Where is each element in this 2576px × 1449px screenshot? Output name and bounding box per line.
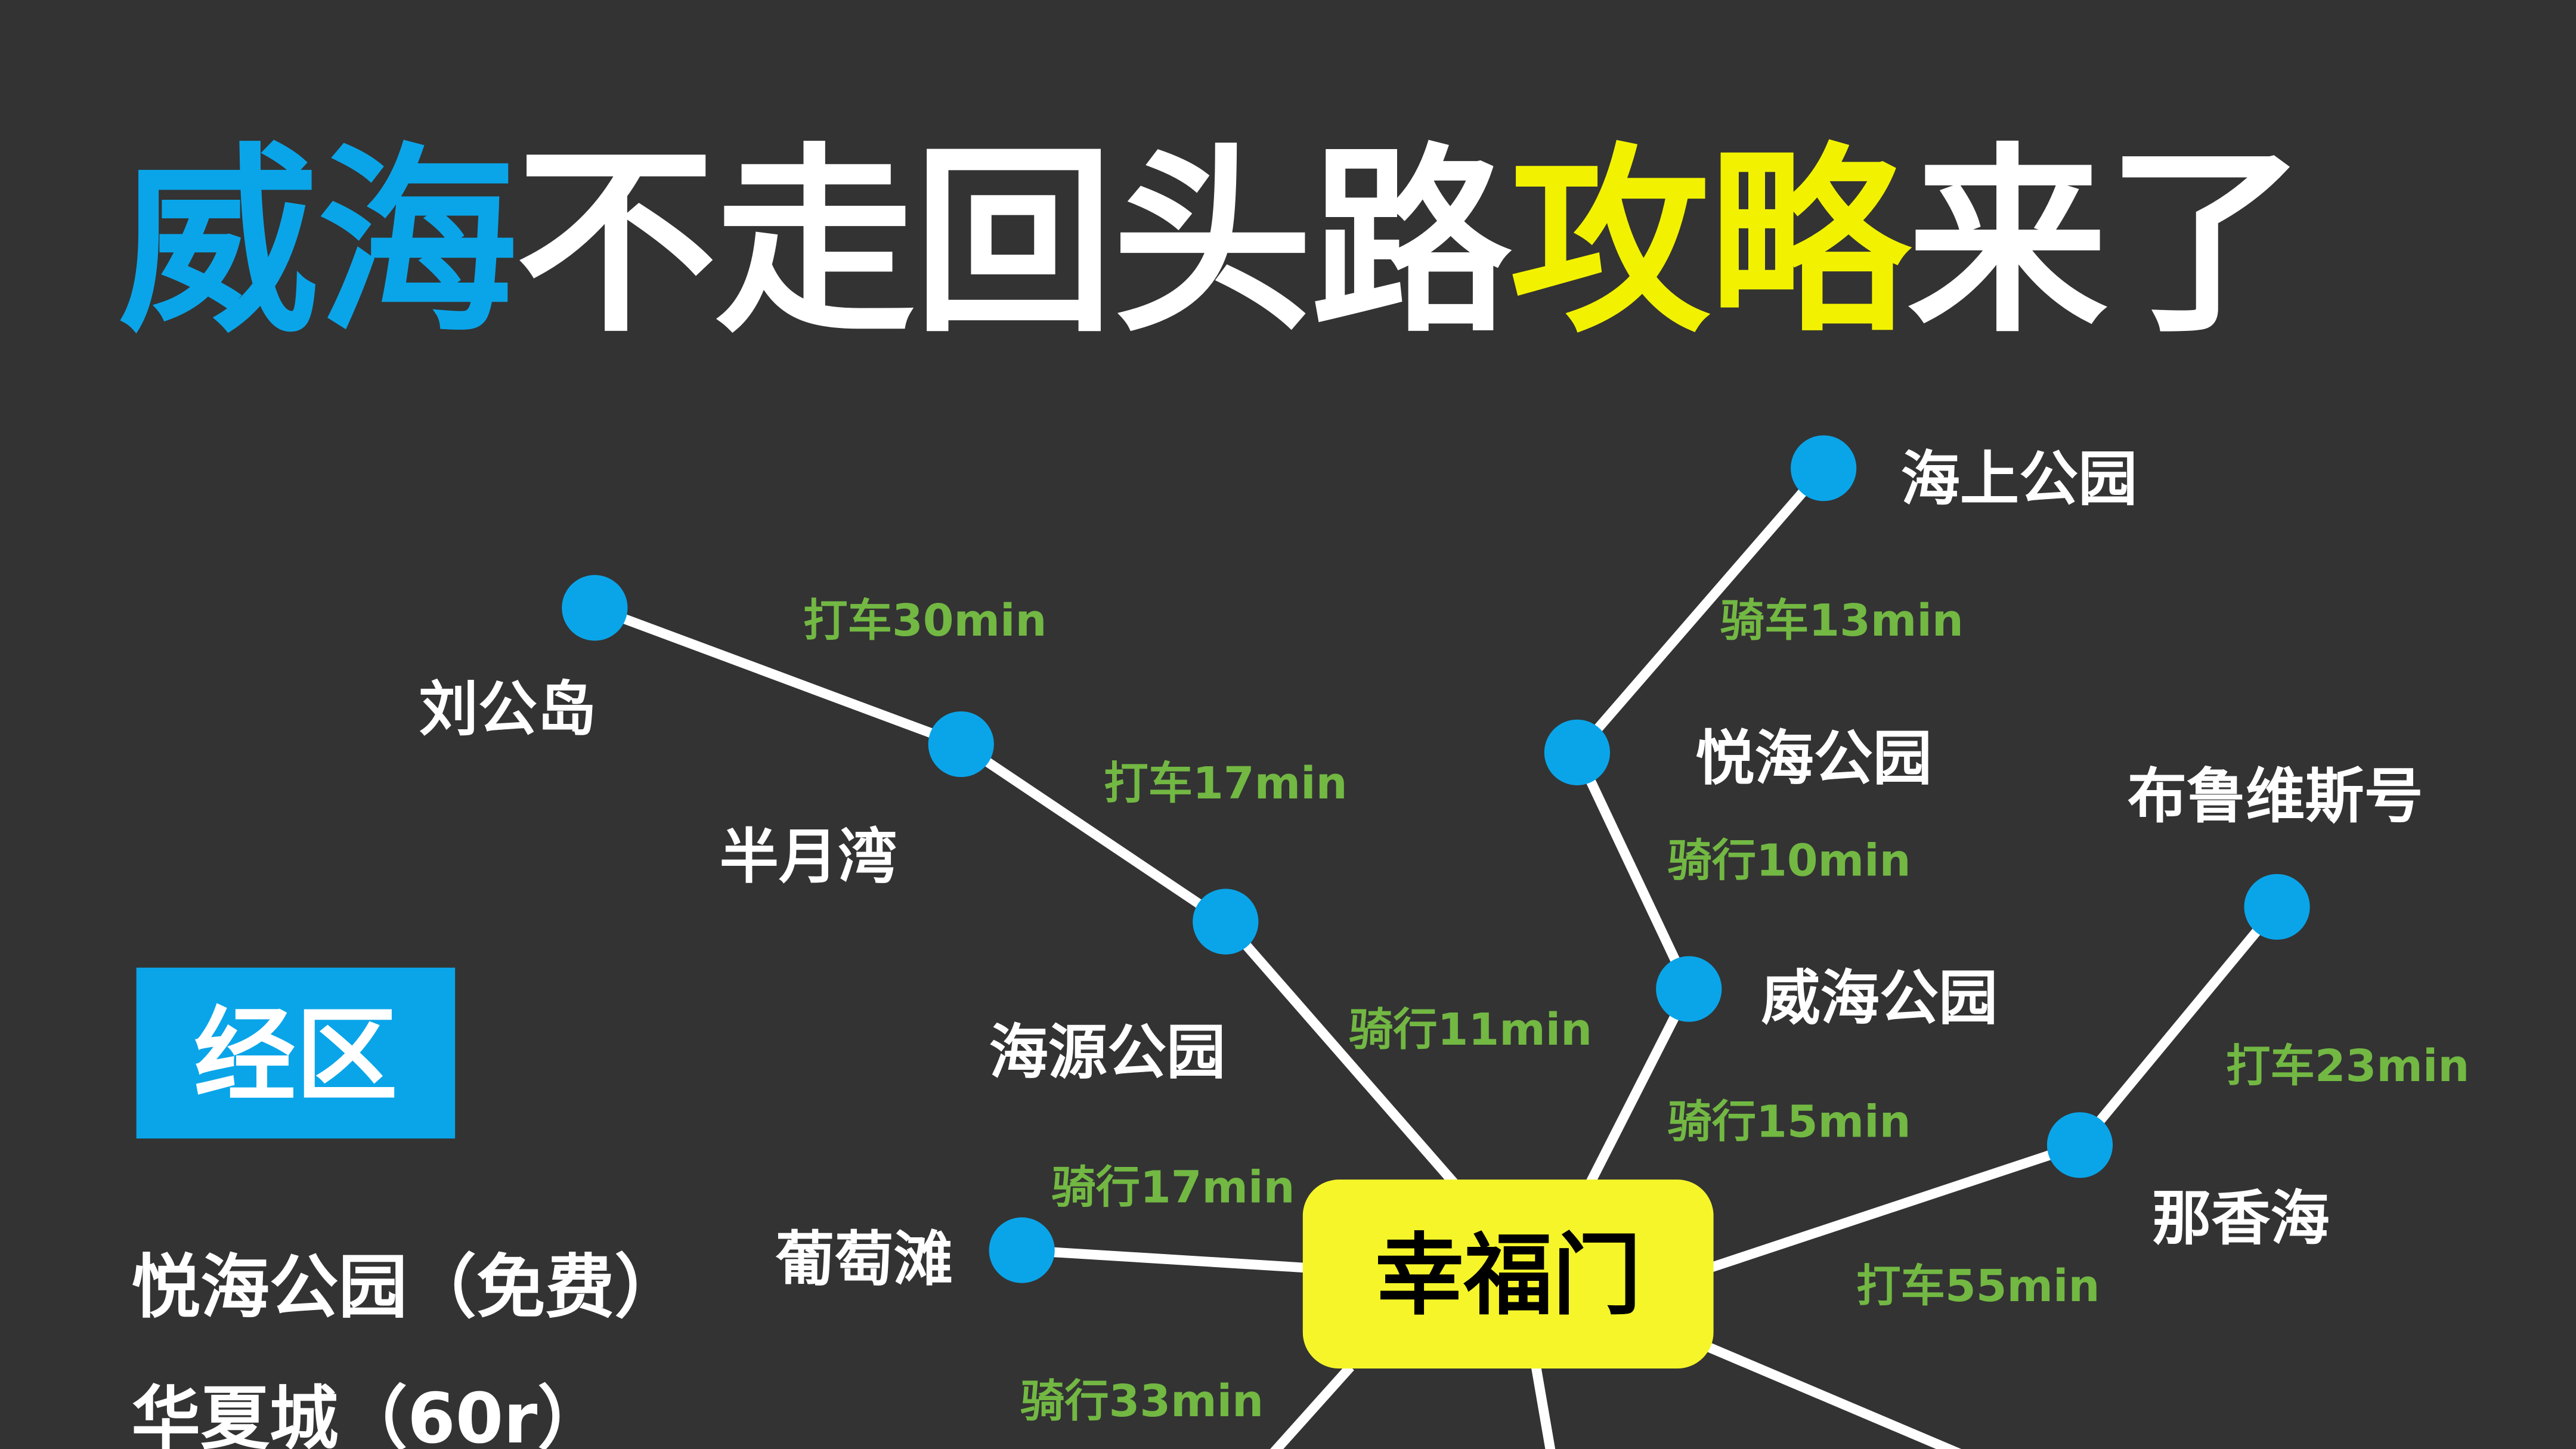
travel-times: 打车30min 打车17min 骑行11min 骑车13min 骑行10min … — [803, 595, 2469, 1427]
route-line-north — [1571, 465, 1828, 1185]
center-hub: 幸福门 — [1302, 1179, 1714, 1368]
time-label: 骑行17min — [1051, 1162, 1295, 1213]
stop-dot — [2244, 874, 2310, 940]
label-banyuewan: 半月湾 — [720, 823, 897, 891]
time-label: 骑行11min — [1349, 1004, 1592, 1055]
route-line-south-2 — [1531, 1366, 1556, 1449]
district-item: 华夏城（60r） — [131, 1379, 606, 1449]
page-title: 威海不走回头路攻略来了 — [118, 126, 2305, 360]
label-naxianghai: 那香海 — [2152, 1184, 2330, 1253]
time-label: 打车55min — [1856, 1260, 2100, 1312]
stop-dot — [1544, 719, 1610, 785]
place-labels: 刘公岛 半月湾 海源公园 海上公园 悦海公园 威海公园 布鲁维斯号 那香海 葡萄… — [419, 445, 2423, 1295]
label-yuehai: 悦海公园 — [1695, 724, 1932, 793]
stop-dot — [562, 575, 628, 641]
stop-dot — [1791, 435, 1857, 501]
route-line-south-3 — [1707, 1342, 1962, 1449]
title-part-4: 来了 — [1908, 126, 2305, 360]
label-haishang: 海上公园 — [1901, 445, 2138, 514]
district-section: 经区 悦海公园（免费） 华夏城（60r） — [131, 967, 683, 1449]
label-haiyuan: 海源公园 — [989, 1018, 1226, 1087]
time-label: 打车30min — [803, 595, 1046, 646]
time-label: 打车23min — [2226, 1040, 2469, 1092]
center-label: 幸福门 — [1375, 1224, 1641, 1327]
route-line-west — [593, 603, 1458, 1187]
title-part-weihai: 威海 — [118, 126, 516, 360]
district-badge — [136, 967, 456, 1139]
title-part-2: 不走回头路 — [516, 126, 1515, 360]
stop-dot — [928, 711, 994, 778]
time-label: 骑行15min — [1667, 1096, 1911, 1148]
stop-dot — [989, 1217, 1055, 1283]
title-part-guide: 攻略 — [1510, 126, 1912, 360]
stop-dot — [1193, 888, 1259, 955]
stops — [562, 435, 2310, 1283]
stop-dot — [2046, 1112, 2113, 1178]
time-label: 骑行10min — [1667, 834, 1911, 886]
label-putaotan: 葡萄滩 — [775, 1225, 953, 1294]
label-weihai: 威海公园 — [1761, 964, 1998, 1033]
route-line-south-1 — [1270, 1363, 1354, 1449]
district-label: 经区 — [194, 996, 398, 1115]
label-liugongdao: 刘公岛 — [419, 675, 597, 744]
district-item: 悦海公园（免费） — [131, 1248, 683, 1328]
time-label: 骑行33min — [1020, 1375, 1264, 1427]
center-box — [1302, 1179, 1714, 1368]
time-label: 骑车13min — [1720, 595, 1964, 646]
time-label: 打车17min — [1104, 757, 1347, 809]
stop-dot — [1656, 956, 1722, 1022]
route-line-putaotan — [1021, 1245, 1315, 1274]
label-buluweisi: 布鲁维斯号 — [2128, 762, 2423, 831]
